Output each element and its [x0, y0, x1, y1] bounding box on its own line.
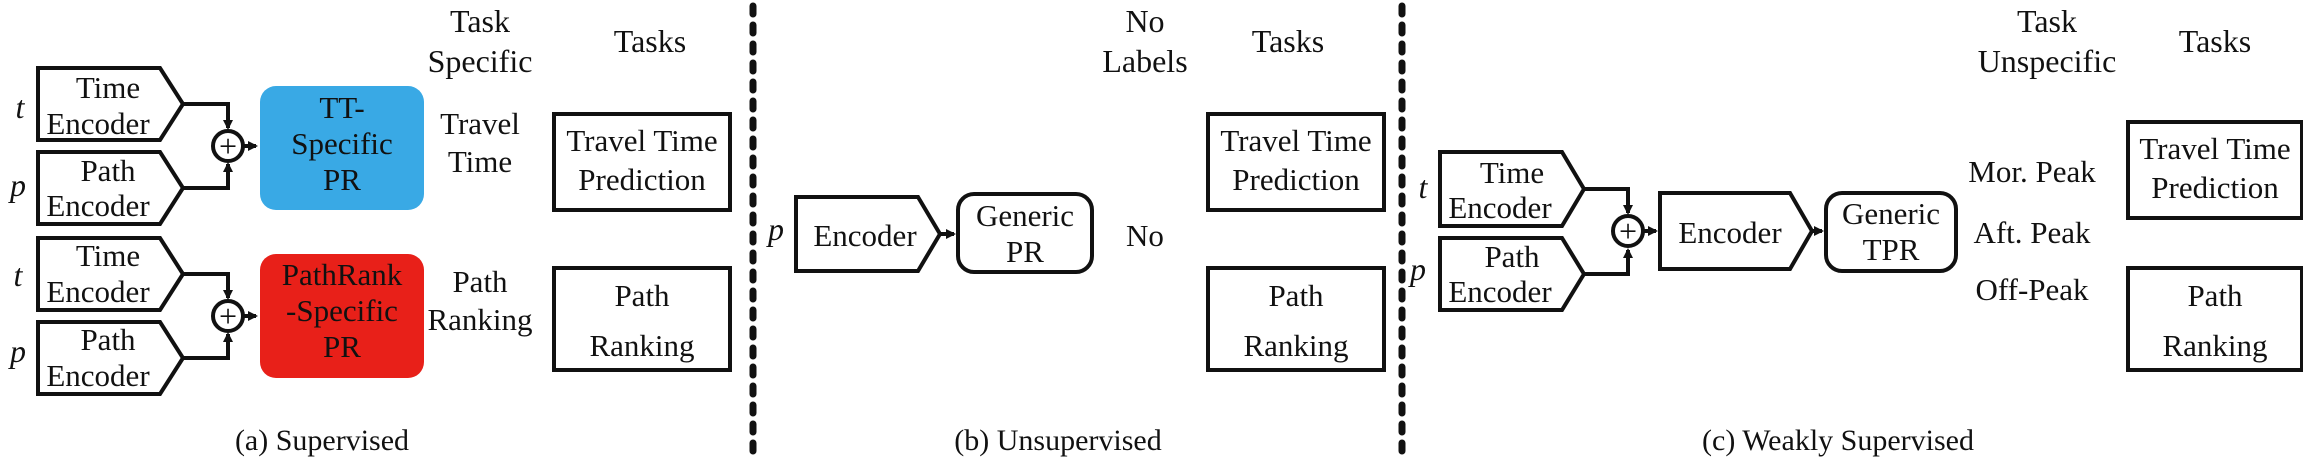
- panel-c-task-path-ranking-line1: Path: [2187, 278, 2243, 313]
- panel-c-header-task-unspecific-line2: Unspecific: [1978, 43, 2117, 79]
- panel-b-generic-pr-line1: Generic: [976, 198, 1074, 233]
- panel-a-task-travel-time-prediction: [552, 112, 732, 212]
- panel-b-encoder-label: Encoder: [813, 218, 917, 253]
- panel-a-arrow-path-to-sum-1: [183, 162, 233, 190]
- panel-b-task-path-ranking-line1: Path: [1268, 278, 1324, 313]
- panel-a-input-p-2: p: [8, 333, 26, 369]
- panel-c-task-path-ranking: [2126, 266, 2303, 372]
- panel-a-tt-specific-pr-line3: PR: [323, 162, 361, 197]
- panel-a-label-path-ranking-line1: Path: [452, 264, 508, 299]
- panel-c-header-tasks: Tasks: [2179, 23, 2251, 59]
- panel-a-arrow-time-to-sum-2: [183, 272, 233, 300]
- panel-c-time-encoder-line1: Time: [1480, 155, 1544, 190]
- panel-a-time-encoder-2: [36, 236, 186, 312]
- panel-a-label-travel-time-line1: Travel: [440, 106, 520, 141]
- panel-b-header-no-labels-line2: Labels: [1102, 43, 1187, 79]
- panel-b-header-no-labels-line1: No: [1125, 3, 1164, 39]
- panel-c-generic-tpr-line2: TPR: [1863, 232, 1920, 267]
- panel-c-label-mor-peak: Mor. Peak: [1968, 154, 2096, 189]
- panel-c-task-path-ranking-line2: Ranking: [2162, 328, 2267, 363]
- panel-a-label-path-ranking-line2: Ranking: [427, 302, 532, 337]
- panel-b-task-path-ranking: [1206, 266, 1386, 372]
- panel-a-task-path-ranking-line2: Ranking: [589, 328, 694, 363]
- panel-c-label-aft-peak: Aft. Peak: [1973, 215, 2091, 250]
- panel-c-arrow-path-to-sum: [1584, 248, 1633, 276]
- panel-a-sum-symbol-1: +: [219, 128, 237, 164]
- panel-b-caption: (b) Unsupervised: [954, 424, 1161, 457]
- panel-b-task-travel-time-prediction-line1: Travel Time: [1220, 123, 1371, 158]
- panel-a-header-tasks: Tasks: [614, 23, 686, 59]
- panel-c-encoder: [1658, 191, 1815, 271]
- panel-a-tt-specific-pr-line2: Specific: [291, 126, 393, 161]
- panel-b-task-path-ranking-line2: Ranking: [1243, 328, 1348, 363]
- panel-b-generic-pr-box: [956, 192, 1094, 274]
- panel-a-pathrank-specific-pr-line3: PR: [323, 329, 361, 364]
- panel-c-weakly-supervised: Task Unspecific Tasks t Time Encoder p P…: [1408, 3, 2303, 457]
- panel-b-task-travel-time-prediction-line2: Prediction: [1232, 162, 1360, 197]
- panel-b-task-travel-time-prediction: [1206, 112, 1386, 212]
- panel-b-generic-pr-line2: PR: [1006, 234, 1044, 269]
- panel-a-task-travel-time-prediction-line2: Prediction: [578, 162, 706, 197]
- panel-a-arrow-path-to-sum-2: [183, 332, 233, 360]
- panel-b-header-tasks: Tasks: [1252, 23, 1324, 59]
- panel-c-task-travel-time-prediction-line1: Travel Time: [2139, 131, 2290, 166]
- panel-a-time-encoder-2-line2: Encoder: [46, 274, 150, 309]
- panel-c-generic-tpr-box: [1824, 191, 1958, 273]
- panel-c-task-travel-time-prediction-line2: Prediction: [2151, 170, 2279, 205]
- panel-a-pathrank-specific-pr-box: [260, 254, 424, 378]
- panel-a-caption: (a) Supervised: [235, 424, 409, 457]
- panel-a-task-path-ranking-line1: Path: [614, 278, 670, 313]
- panel-a-time-encoder-1-line2: Encoder: [46, 106, 150, 141]
- panel-c-generic-tpr-line1: Generic: [1842, 196, 1940, 231]
- panel-a-header-task-specific-line1: Task: [450, 3, 510, 39]
- panel-c-task-travel-time-prediction: [2126, 120, 2303, 220]
- panel-a-input-t-2: t: [14, 257, 24, 293]
- panel-a-header-task-specific-line2: Specific: [428, 43, 533, 79]
- panel-c-input-p: p: [1408, 251, 1426, 287]
- panel-a-arrow-time-to-sum-1: [183, 102, 233, 130]
- panel-a-pathrank-specific-pr-line2: -Specific: [286, 293, 398, 328]
- panel-a-path-encoder-2: [36, 320, 186, 396]
- panel-b-label-no: No: [1126, 218, 1164, 253]
- panel-c-encoder-label: Encoder: [1678, 215, 1782, 250]
- panel-a-tt-specific-pr-box: [260, 86, 424, 210]
- panel-c-time-encoder: [1438, 150, 1587, 228]
- panel-a-sum-symbol-2: +: [219, 298, 237, 334]
- panel-c-arrow-time-to-sum: [1584, 187, 1633, 215]
- panel-c-caption: (c) Weakly Supervised: [1702, 424, 1974, 457]
- panel-a-label-travel-time-line2: Time: [448, 144, 512, 179]
- panel-a-path-encoder-2-line2: Encoder: [46, 358, 150, 393]
- panel-a-path-encoder-1-line2: Encoder: [46, 188, 150, 223]
- panel-b-encoder: [794, 195, 943, 273]
- panel-c-sum-symbol: +: [1619, 213, 1637, 249]
- panel-c-label-off-peak: Off-Peak: [1975, 272, 2089, 307]
- panel-a-tt-specific-pr-line1: TT-: [319, 90, 364, 125]
- panel-c-path-encoder: [1438, 236, 1587, 312]
- panel-c-path-encoder-line2: Encoder: [1448, 274, 1552, 309]
- panel-a-input-p-1: p: [8, 167, 26, 203]
- panel-c-header-task-unspecific-line1: Task: [2017, 3, 2077, 39]
- panel-a-task-path-ranking: [552, 266, 732, 372]
- panel-c-time-encoder-line2: Encoder: [1448, 190, 1552, 225]
- panel-b-unsupervised: No Labels Tasks p Encoder Generic PR No …: [766, 3, 1386, 457]
- panel-a-task-travel-time-prediction-line1: Travel Time: [566, 123, 717, 158]
- panel-c-input-t: t: [1419, 169, 1429, 205]
- panel-a-supervised: Task Specific Tasks t Time Encoder p Pat…: [8, 3, 732, 457]
- panel-a-time-encoder-1-line1: Time: [76, 70, 140, 105]
- panel-a-path-encoder-2-line1: Path: [80, 322, 136, 357]
- panel-a-time-encoder-1: [36, 66, 186, 142]
- panel-c-path-encoder-line1: Path: [1484, 239, 1540, 274]
- panel-a-path-encoder-1-line1: Path: [80, 153, 136, 188]
- panel-a-path-encoder-1: [36, 150, 186, 226]
- panel-a-pathrank-specific-pr-line1: PathRank: [282, 257, 403, 292]
- panel-a-time-encoder-2-line1: Time: [76, 238, 140, 273]
- panel-a-input-t-1: t: [16, 89, 26, 125]
- panel-b-input-p: p: [766, 211, 784, 247]
